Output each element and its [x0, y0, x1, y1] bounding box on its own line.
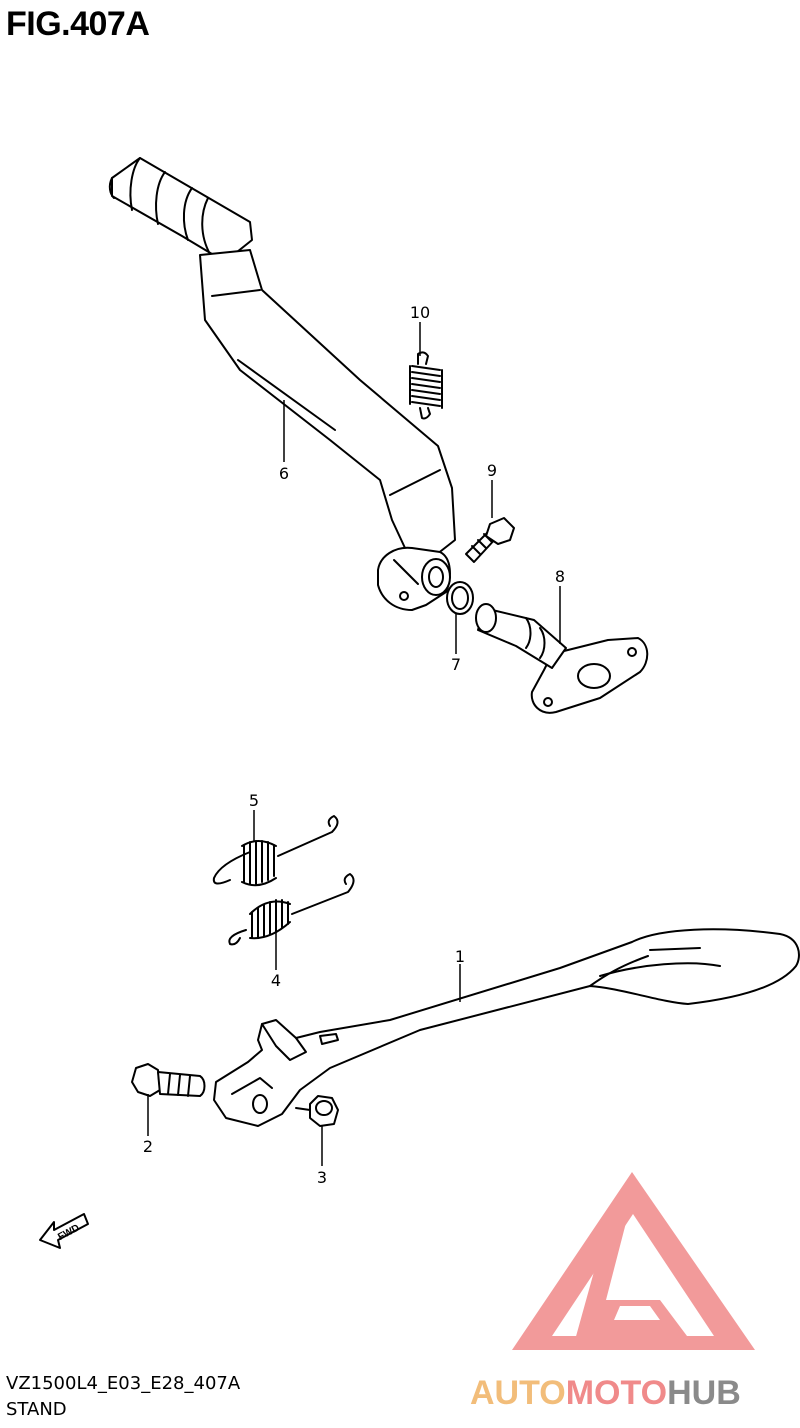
- callout-6: 6: [279, 464, 289, 483]
- shaft-bolt: [465, 517, 515, 563]
- section-name: STAND: [6, 1399, 67, 1420]
- watermark-triangle-icon: [512, 1172, 755, 1350]
- callout-2: 2: [143, 1137, 153, 1156]
- watermark-text: AUTOMOTOHUB: [470, 1374, 741, 1412]
- side-stand: [213, 928, 800, 1127]
- pedal-shaft: [475, 603, 649, 714]
- stand-nut: [295, 1095, 339, 1127]
- callout-10: 10: [410, 303, 430, 322]
- fwd-arrow-icon: [39, 1213, 89, 1249]
- callout-1: 1: [455, 947, 465, 966]
- figure-title: FIG.407A: [6, 5, 150, 43]
- lower-spring: [228, 873, 355, 946]
- watermark-moto: MOTO: [566, 1374, 667, 1412]
- callout-3: 3: [317, 1168, 327, 1187]
- watermark-logo: AUTOMOTOHUB: [470, 1172, 755, 1412]
- washer: [446, 581, 474, 615]
- brake-pedal: [108, 157, 456, 611]
- upper-spring: [212, 815, 339, 887]
- fwd-arrow-label: FWD: [56, 1223, 81, 1243]
- model-code: VZ1500L4_E03_E28_407A: [6, 1373, 241, 1394]
- leader-lines: [147, 322, 561, 1166]
- callout-8: 8: [555, 567, 565, 586]
- callout-7: 7: [451, 655, 461, 674]
- watermark-auto: AUTO: [470, 1374, 566, 1412]
- return-spring: [409, 351, 443, 420]
- callout-4: 4: [271, 971, 281, 990]
- callout-9: 9: [487, 461, 497, 480]
- callout-5: 5: [249, 791, 259, 810]
- stand-bolt: [131, 1063, 206, 1097]
- watermark-hub: HUB: [667, 1374, 741, 1412]
- callout-numbers: 1 2 3 4 5 6 7 8 9 10: [143, 303, 565, 1187]
